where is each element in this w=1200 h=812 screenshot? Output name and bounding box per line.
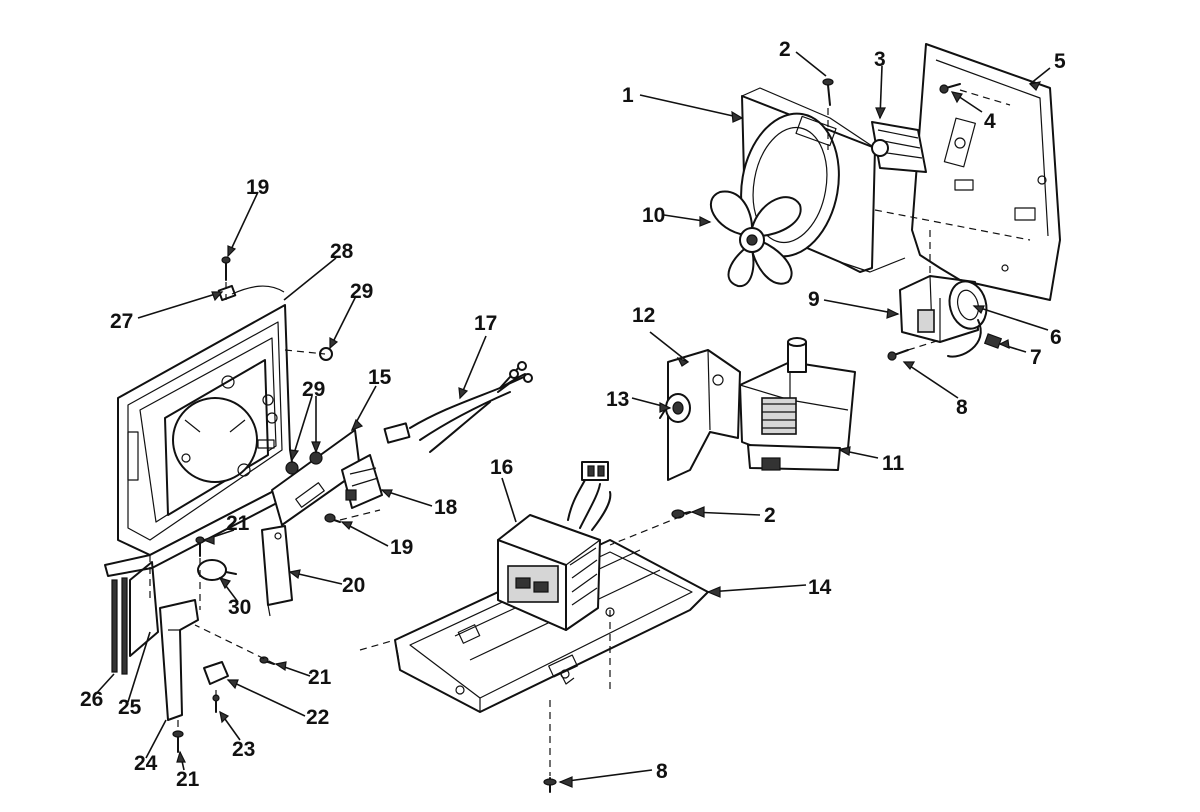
screw-21-mid <box>259 656 275 665</box>
callout-13: 13 <box>606 388 629 411</box>
screw-2-mid <box>671 509 691 519</box>
callout-14: 14 <box>808 576 832 599</box>
callout-28: 28 <box>330 240 354 263</box>
callout-3: 3 <box>874 48 886 71</box>
callout-24: 24 <box>134 752 158 775</box>
callout-12: 12 <box>632 304 655 327</box>
part-transformer-wires <box>567 461 612 531</box>
assembly-lines <box>149 89 1031 776</box>
callout-10: 10 <box>642 204 665 227</box>
callout-9: 9 <box>808 288 820 311</box>
screw-23 <box>212 694 220 713</box>
callout-16: 16 <box>490 456 513 479</box>
callout-1: 1 <box>622 84 634 107</box>
part-base-plate <box>394 539 709 713</box>
callout-8-bottom: 8 <box>656 760 668 783</box>
part-small-block <box>203 661 229 685</box>
callout-30: 30 <box>228 596 251 619</box>
callout-23: 23 <box>232 738 255 761</box>
callout-15: 15 <box>368 366 392 389</box>
screw-21-bottom <box>172 730 184 753</box>
part-terminal-block <box>871 121 927 173</box>
part-capacitor <box>948 280 988 330</box>
leader-arrows <box>176 81 1042 788</box>
callout-26: 26 <box>80 688 103 711</box>
screw-4 <box>939 83 961 94</box>
part-fan-blade <box>709 190 802 288</box>
part-fuse-clip <box>217 284 285 302</box>
callout-labels: 1 2 3 4 5 6 7 8 9 10 11 12 13 14 15 16 1… <box>80 38 1066 791</box>
part-wire-harness <box>383 361 533 453</box>
screw-19-top <box>221 256 231 281</box>
callout-6: 6 <box>1050 326 1062 349</box>
callout-22: 22 <box>306 706 329 729</box>
callout-27: 27 <box>110 310 133 333</box>
part-filter-board <box>261 525 293 617</box>
callout-2-mid: 2 <box>764 504 776 527</box>
part-inner-panel <box>164 359 278 516</box>
callout-11: 11 <box>882 452 905 475</box>
callout-5: 5 <box>1054 50 1066 73</box>
callout-19-mid: 19 <box>390 536 413 559</box>
callout-25: 25 <box>118 696 142 719</box>
part-micro-switch <box>341 454 383 509</box>
part-magnetron <box>739 337 856 471</box>
part-strips <box>111 561 159 675</box>
part-transformer <box>497 514 601 631</box>
callout-4: 4 <box>984 110 996 133</box>
callout-21-mid: 21 <box>308 666 332 689</box>
part-wire-connector <box>947 319 1003 358</box>
part-thermostat <box>659 393 691 423</box>
callout-7: 7 <box>1030 346 1042 369</box>
part-bracket <box>159 599 199 721</box>
callout-29-top: 29 <box>350 280 373 303</box>
callout-19-top: 19 <box>246 176 269 199</box>
callout-17: 17 <box>474 312 497 335</box>
screw-19-mid <box>324 513 341 523</box>
part-small-capacitor <box>197 559 237 581</box>
callout-8-right: 8 <box>956 396 968 419</box>
callout-20: 20 <box>342 574 365 597</box>
callout-29-mid: 29 <box>302 378 325 401</box>
callout-2-top: 2 <box>779 38 791 61</box>
screw-8-right <box>887 349 909 361</box>
callout-21-bottom: 21 <box>176 768 200 791</box>
nut-29-top <box>319 347 333 361</box>
part-thermal-bracket <box>667 349 741 481</box>
screw-2-top <box>822 78 834 106</box>
callout-18: 18 <box>434 496 458 519</box>
callout-21-top: 21 <box>226 512 250 535</box>
screws <box>172 78 961 793</box>
screw-8-bottom <box>543 777 557 793</box>
